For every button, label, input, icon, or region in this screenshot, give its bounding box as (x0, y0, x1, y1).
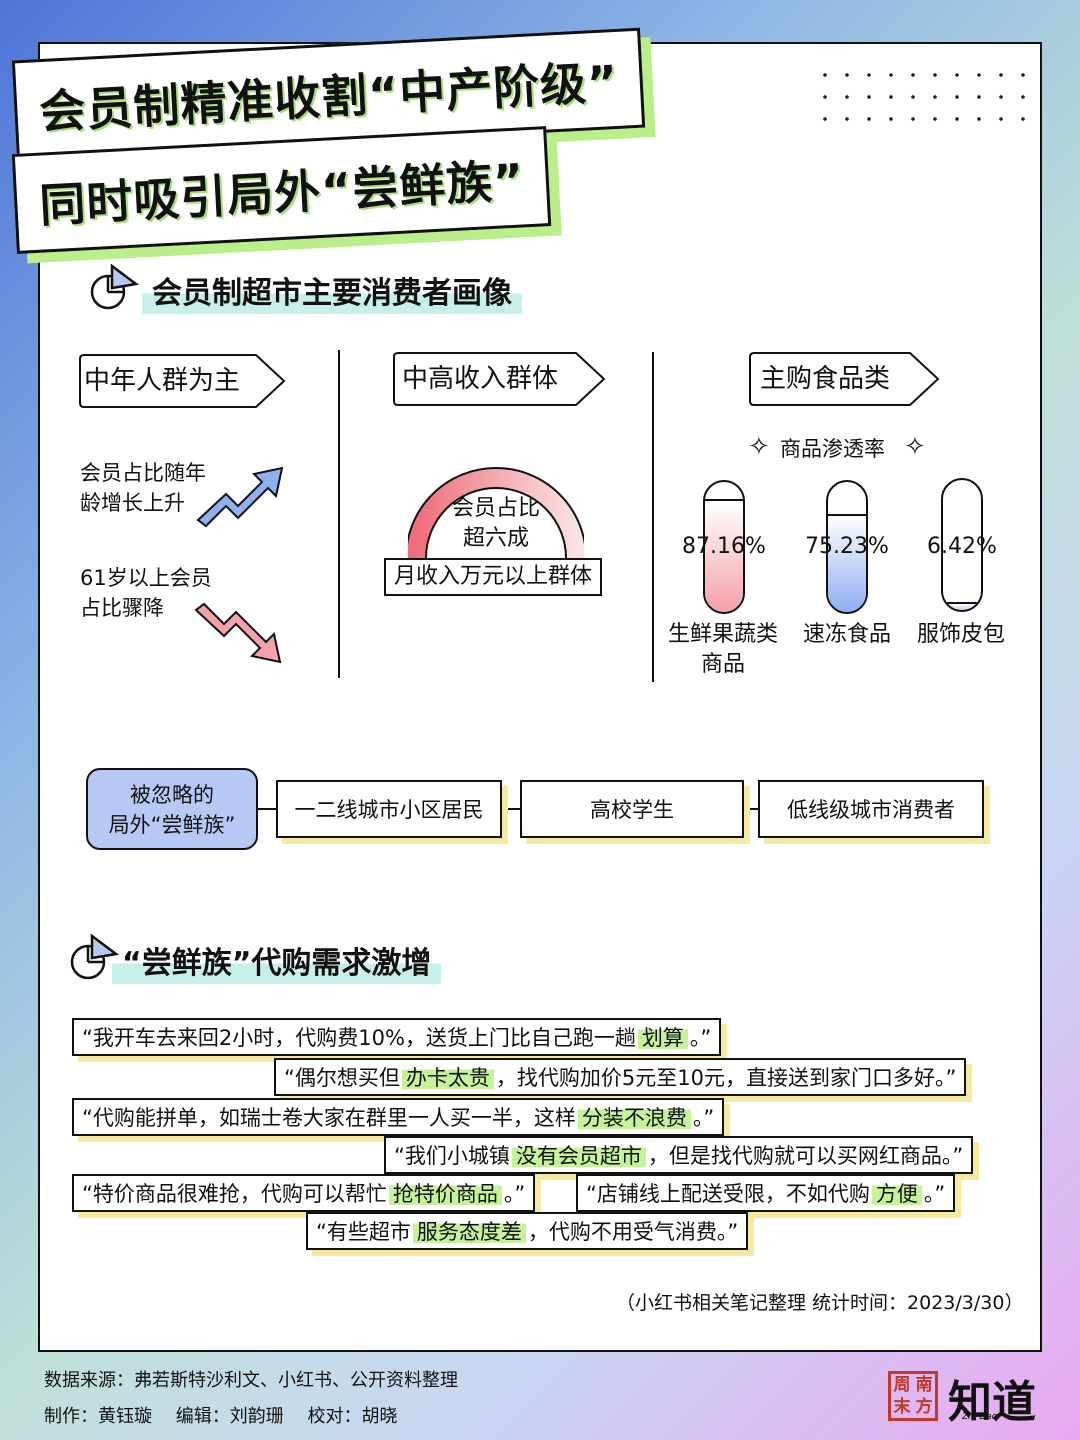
arrow-up-icon (196, 466, 284, 528)
tag-outline-food (749, 352, 940, 406)
section-title-consumer-profile: 会员制超市主要消费者画像 (142, 268, 522, 314)
quote-2: “偶尔想买但办卡太贵，找代购加价5元至10元，直接送到家门口多好。” (274, 1058, 967, 1096)
label-frozen: 速冻食品 (802, 622, 891, 647)
ignored-group-head: 被忽略的局外“尝鲜族” (86, 768, 258, 850)
arrow-down-icon (194, 602, 282, 664)
quote-1: “我开车去来回2小时，代购费10%，送货上门比自己跑一趟划算。” (72, 1018, 722, 1056)
quote-4: “我们小城镇没有会员超市，但是找代购就可以买网红商品。” (384, 1136, 974, 1174)
decorative-dot-grid (814, 64, 1034, 124)
footer-source: 数据来源：弗若斯特沙利文、小红书、公开资料整理 (44, 1370, 458, 1391)
quote-3: “代购能拼单，如瑞士卷大家在群里一人买一半，这样分装不浪费。” (72, 1098, 725, 1136)
pie-chart-icon-2 (70, 933, 120, 980)
label-fresh: 生鲜果蔬类商品 (668, 622, 779, 677)
tag-outline-middle-aged (79, 354, 286, 408)
source-note: （小红书相关笔记整理 统计时间：2023/3/30） (616, 1292, 1024, 1314)
zhidao-logo-subtitle: Zhi Dao (962, 1412, 998, 1422)
ignored-item-lowtier-consumers: 低线级城市消费者 (758, 780, 984, 838)
gauge-text: 会员占比超六成 (451, 496, 540, 551)
zhidao-logo: 知道 (948, 1377, 1036, 1428)
tag-middle-aged: 中年人群为主 (84, 366, 241, 396)
quote-5: “特价商品很难抢，代购可以帮忙抢特价商品。” (72, 1174, 536, 1212)
tag-outline-high-income (393, 352, 606, 406)
tube-frozen (826, 480, 868, 614)
southern-weekly-seal-logo: 周南 末方 (888, 1371, 938, 1421)
quote-6: “店铺线上配送受限，不如代购方便。” (576, 1174, 956, 1212)
pct-apparel: 6.42% (927, 534, 997, 559)
label-apparel: 服饰皮包 (916, 622, 1005, 647)
pct-fresh: 87.16% (682, 534, 766, 559)
section-title-proxy-demand: “尝鲜族”代购需求激增 (112, 938, 442, 984)
tube-fresh (703, 480, 745, 614)
sparkle-icon-left: ✧ (748, 432, 770, 462)
footer-credits: 制作：黄钰璇 编辑：刘韵珊 校对：胡晓 (44, 1406, 398, 1427)
sparkle-icon-right: ✧ (904, 432, 926, 462)
gauge-arc (408, 467, 584, 559)
pct-frozen: 75.23% (805, 534, 889, 559)
tag-high-income: 中高收入群体 (402, 364, 559, 394)
penetration-subtitle: 商品渗透率 (780, 437, 885, 461)
quote-7: “有些超市服务态度差，代购不用受气消费。” (306, 1212, 749, 1250)
gauge-label-monthly-income: 月收入万元以上群体 (384, 558, 603, 596)
tube-apparel (941, 478, 983, 612)
text-ratio-rises: 会员占比随年龄增长上升 (80, 461, 206, 515)
column-divider-1 (338, 350, 340, 678)
ignored-item-students: 高校学生 (520, 780, 744, 838)
ignored-item-urban-residents: 一二线城市小区居民 (276, 780, 502, 838)
tag-food: 主购食品类 (760, 364, 891, 394)
footer: 数据来源：弗若斯特沙利文、小红书、公开资料整理 制作：黄钰璇 编辑：刘韵珊 校对… (0, 1352, 1080, 1440)
column-divider-2 (652, 352, 654, 682)
pie-chart-icon (90, 263, 140, 310)
text-over-61-drops: 61岁以上会员占比骤降 (80, 566, 212, 620)
